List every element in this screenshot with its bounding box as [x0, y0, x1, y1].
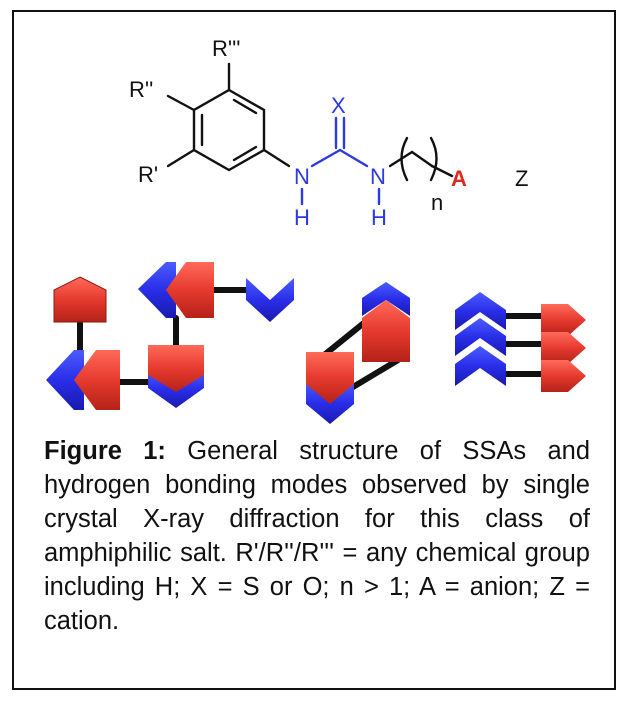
chevron-urea-icon	[148, 370, 204, 408]
label-r-triple: R'''	[212, 36, 241, 61]
binding-mode-3	[455, 292, 586, 392]
pentagon-anion-icon	[166, 262, 214, 318]
chevron-urea-icon	[138, 262, 176, 318]
pentagon-anion-icon	[541, 332, 586, 364]
binding-mode-2	[306, 282, 410, 424]
pentagon-anion-icon	[541, 360, 586, 392]
label-x: X	[331, 93, 346, 118]
label-n2: N	[370, 164, 386, 189]
urea-bonds	[300, 116, 381, 206]
chevron-urea-icon	[246, 278, 294, 322]
pentagon-anion-icon	[148, 345, 204, 392]
pentagon-anion-icon	[362, 300, 410, 362]
pentagon-anion-icon	[541, 304, 586, 336]
r-single-bond	[166, 148, 196, 168]
benzene-ring	[192, 88, 266, 172]
label-r-double: R''	[129, 77, 153, 102]
chevron-urea-icon	[455, 318, 506, 356]
chevron-urea-icon	[455, 292, 506, 330]
label-n1: N	[294, 164, 310, 189]
chevron-urea-icon	[455, 346, 506, 386]
chevron-urea-icon	[362, 282, 410, 316]
pentagon-anion-icon	[53, 276, 107, 323]
figure-label: Figure 1:	[44, 437, 166, 465]
pentagon-anion-icon	[74, 350, 120, 410]
ring-double-bond-1	[232, 98, 258, 115]
binding-mode-1	[46, 262, 294, 410]
chemical-structure	[166, 62, 291, 172]
label-h1: H	[294, 205, 310, 230]
figure-caption: Figure 1: General structure of SSAs and …	[44, 434, 590, 638]
ring-n-bond	[262, 148, 291, 168]
label-anion: A	[451, 166, 467, 191]
label-cation: Z	[515, 166, 528, 191]
caption-text: General structure of SSAs and hydrogen b…	[44, 437, 590, 635]
label-h2: H	[371, 205, 387, 230]
r-double-bond	[166, 94, 196, 112]
chevron-urea-icon	[46, 350, 84, 410]
pentagon-anion-icon	[306, 352, 354, 404]
alkyl-chain	[388, 136, 454, 182]
label-r-single: R'	[138, 162, 158, 187]
label-n-subscript: n	[431, 190, 443, 215]
ring-double-bond-3	[232, 145, 258, 162]
